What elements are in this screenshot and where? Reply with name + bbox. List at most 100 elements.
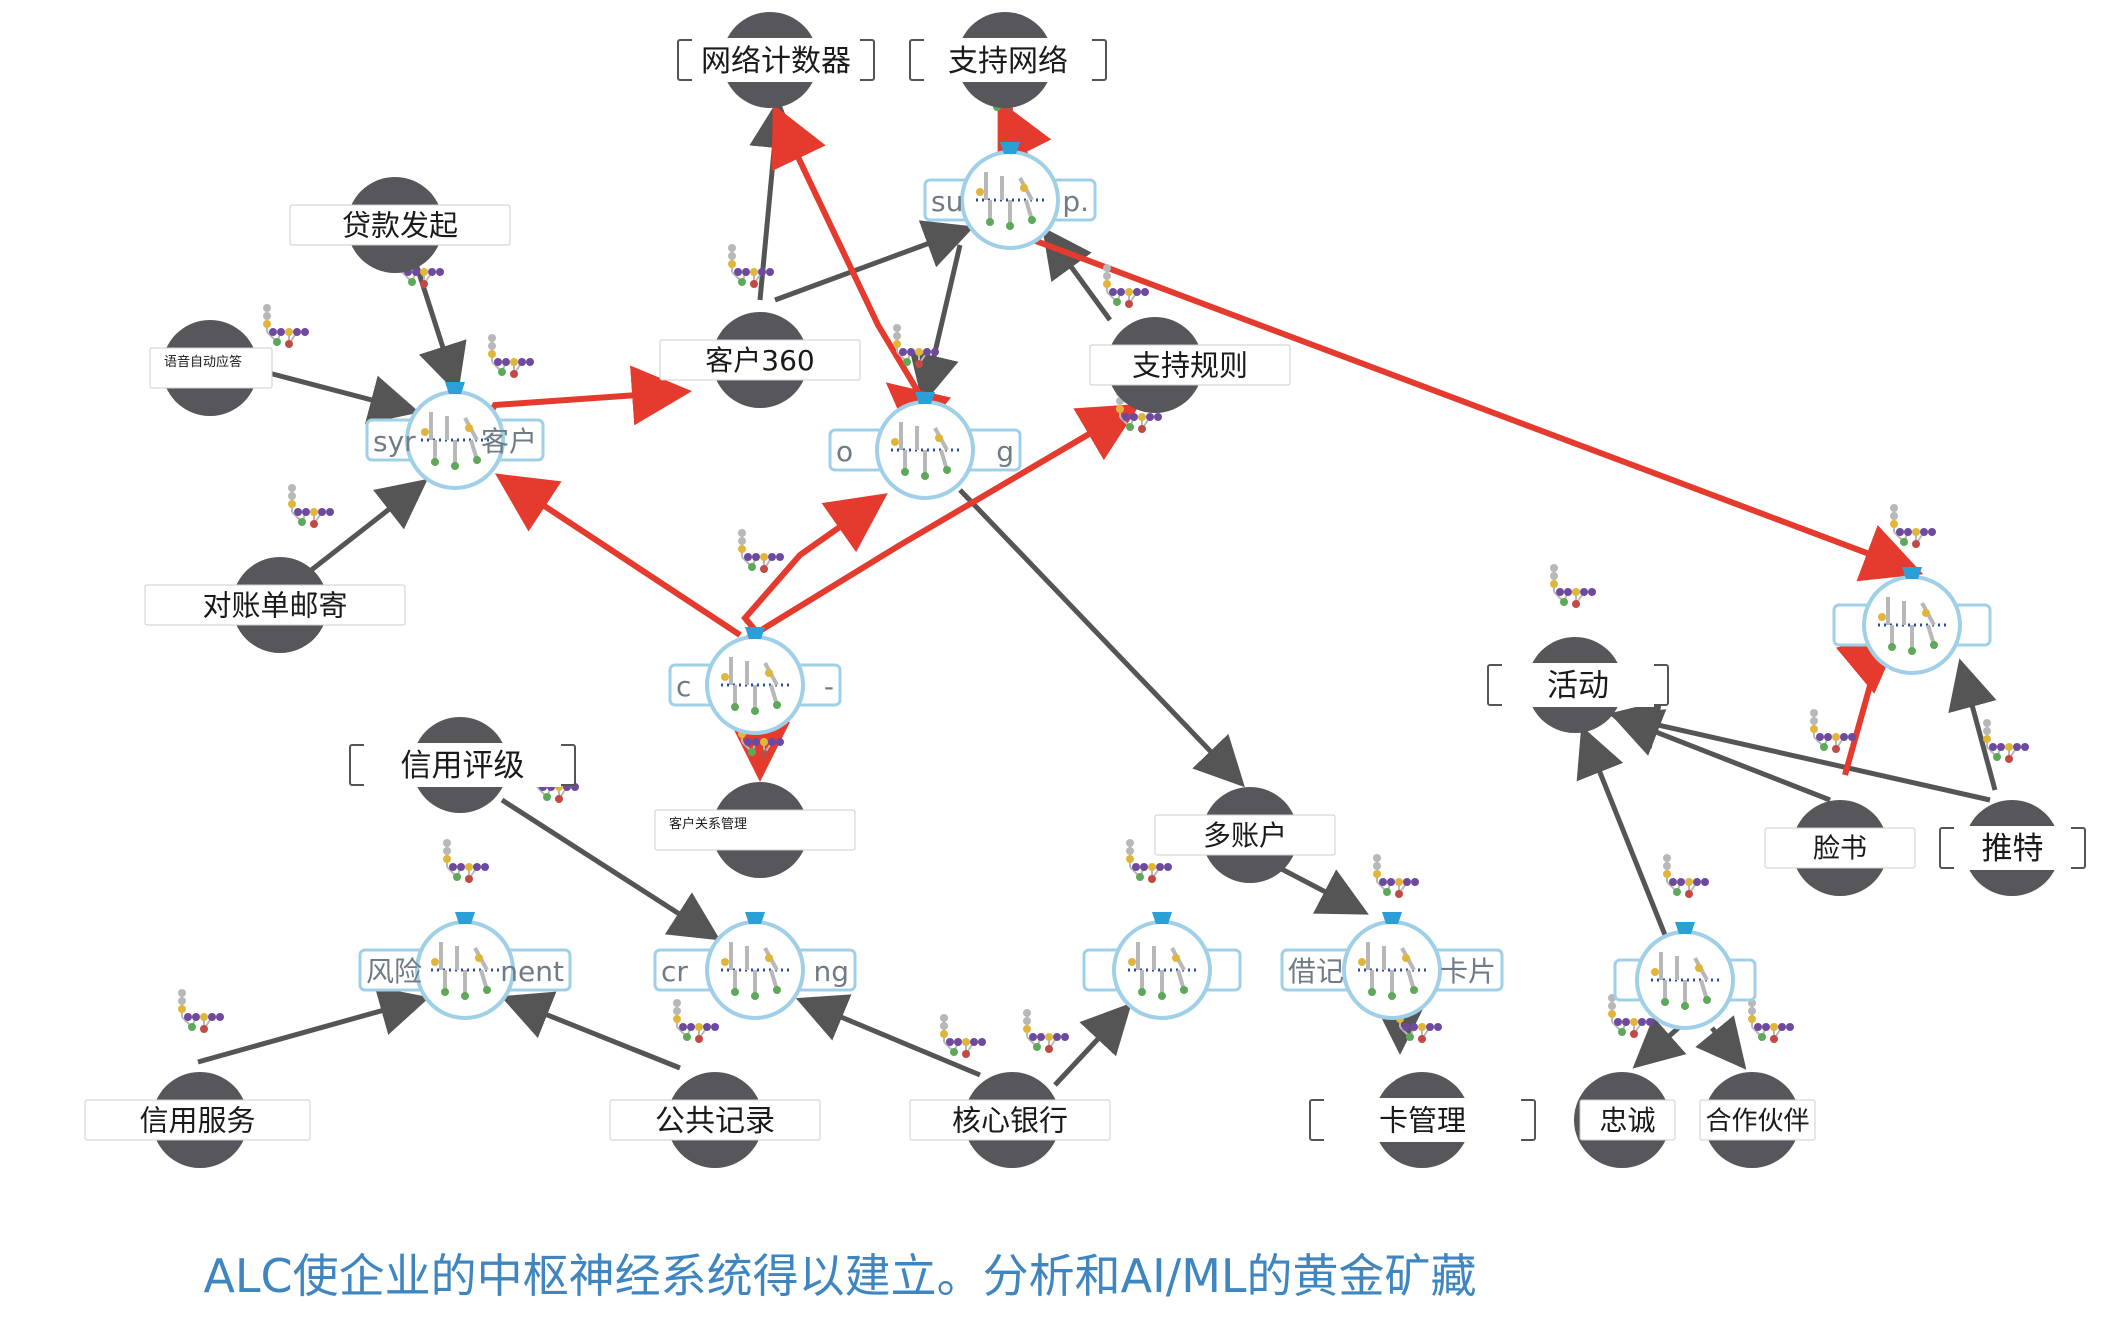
node-ivr[interactable]: 语音自动应答 xyxy=(149,320,273,416)
node-support-rules[interactable]: 支持规则 xyxy=(1089,317,1291,413)
node-loan-origination[interactable]: 贷款发起 xyxy=(289,177,511,273)
edge-13 xyxy=(1270,861,1369,915)
edge-15 xyxy=(1576,725,1668,936)
hub-connector xyxy=(915,392,935,404)
hub-connector xyxy=(445,382,465,394)
model-tree-icon xyxy=(738,529,784,573)
node-campaign[interactable]: 活动 xyxy=(1487,637,1669,733)
node-facebook[interactable]: 脸书 xyxy=(1764,800,1916,896)
hub-connector xyxy=(1000,142,1020,154)
model-tree-icon xyxy=(288,484,334,528)
node-label: 活动 xyxy=(1547,668,1609,704)
node-label-box xyxy=(1154,814,1336,856)
edge-10 xyxy=(500,991,681,1071)
edge-5 xyxy=(264,369,420,425)
node-label-box xyxy=(1579,1099,1676,1141)
node-label: 合作伙伴 xyxy=(1705,1106,1809,1136)
hub-right-label: - xyxy=(824,670,834,703)
edge-9 xyxy=(197,986,430,1065)
node-label-box xyxy=(1089,344,1291,386)
hub-left-label: su xyxy=(931,185,963,218)
node-label: 推特 xyxy=(1982,831,2044,867)
highlight-path-3 xyxy=(494,473,742,638)
model-tree-icon xyxy=(1103,264,1149,308)
model-tree-icon xyxy=(940,1014,986,1058)
model-tree-icon xyxy=(893,324,939,368)
model-tree-icon xyxy=(673,999,719,1043)
hub-left-label: c xyxy=(676,670,691,703)
hub-left-label: 借记 xyxy=(1288,955,1344,988)
node-label: 信用评级 xyxy=(401,748,525,784)
node-label-box xyxy=(1764,827,1916,869)
hub-social-hub[interactable] xyxy=(1832,567,1992,675)
node-credit-services[interactable]: 信用服务 xyxy=(84,1072,311,1168)
node-label-box xyxy=(144,584,406,626)
node-support-network[interactable]: 支持网络 xyxy=(909,12,1107,108)
node-loyalty[interactable]: 忠诚 xyxy=(1574,1072,1676,1168)
hub-left-label: o xyxy=(836,435,853,468)
node-label: 公共记录 xyxy=(655,1104,775,1139)
hub-account-hub[interactable] xyxy=(1082,912,1242,1020)
edge-19 xyxy=(1695,1015,1747,1070)
hub-credit-hub[interactable]: cr ng xyxy=(653,912,857,1020)
model-tree-icon xyxy=(1126,839,1172,883)
model-tree-icon xyxy=(263,304,309,348)
node-customer360[interactable]: 客户360 xyxy=(659,312,861,408)
edge-2 xyxy=(909,244,963,405)
node-credit-rating[interactable]: 信用评级 xyxy=(349,717,576,813)
hub-connector xyxy=(455,912,475,924)
node-label: 语音自动应答 xyxy=(164,354,242,370)
node-label: 支持规则 xyxy=(1132,348,1248,382)
model-tree-icon xyxy=(1663,854,1709,898)
node-partners[interactable]: 合作伙伴 xyxy=(1699,1072,1816,1168)
model-tree-icon xyxy=(1983,719,2029,763)
node-statement-mailing[interactable]: 对账单邮寄 xyxy=(144,557,406,653)
hub-customer-hub[interactable]: syr 客户 xyxy=(365,382,545,490)
model-tree-icon xyxy=(1373,854,1419,898)
node-label-box xyxy=(659,339,861,381)
edge-12 xyxy=(1053,1002,1132,1087)
node-public-records[interactable]: 公共记录 xyxy=(609,1072,821,1168)
highlight-path-2 xyxy=(743,403,1141,643)
edge-8 xyxy=(500,797,721,941)
hub-loyalty-hub[interactable] xyxy=(1613,922,1757,1030)
model-tree-icon xyxy=(1550,564,1596,608)
node-label: 支持网络 xyxy=(948,44,1068,79)
hub-left-label: syr xyxy=(373,425,416,458)
node-label-box xyxy=(654,809,856,851)
hub-right-label: 客户 xyxy=(481,425,537,458)
model-tree-icon xyxy=(728,244,774,288)
node-label: 网络计数器 xyxy=(701,44,851,79)
node-core-banking[interactable]: 核心银行 xyxy=(909,1072,1111,1168)
node-label: 贷款发起 xyxy=(342,208,458,242)
hub-left-label: cr xyxy=(661,955,688,988)
node-label-box xyxy=(909,1099,1111,1141)
hub-card-hub[interactable]: 借记卡片 xyxy=(1280,912,1504,1020)
node-multi-account[interactable]: 多账户 xyxy=(1154,787,1336,883)
model-tree-icon xyxy=(443,839,489,883)
model-tree-icon xyxy=(488,334,534,378)
hub-central-hub[interactable]: c- xyxy=(668,627,842,735)
hub-right-label: ng xyxy=(813,955,849,988)
node-twitter[interactable]: 推特 xyxy=(1939,800,2086,896)
model-tree-icon xyxy=(1023,1009,1069,1053)
hub-right-label: nent xyxy=(500,955,564,988)
hub-connector xyxy=(1902,567,1922,579)
edges-layer xyxy=(197,98,1998,1087)
edge-11 xyxy=(795,994,981,1078)
model-tree-icon xyxy=(1810,709,1856,753)
node-card-management[interactable]: 卡管理 xyxy=(1309,1072,1536,1168)
edge-7 xyxy=(958,488,1245,788)
node-label: 客户关系管理 xyxy=(669,816,747,832)
node-network-counter[interactable]: 网络计数器 xyxy=(677,12,875,108)
node-crm[interactable]: 客户关系管理 xyxy=(654,782,856,878)
hub-connector xyxy=(745,912,765,924)
caption: ALC使企业的中枢神经系统得以建立。分析和AI/ML的黄金矿藏 xyxy=(203,1249,1477,1303)
edge-17 xyxy=(1608,700,1991,803)
